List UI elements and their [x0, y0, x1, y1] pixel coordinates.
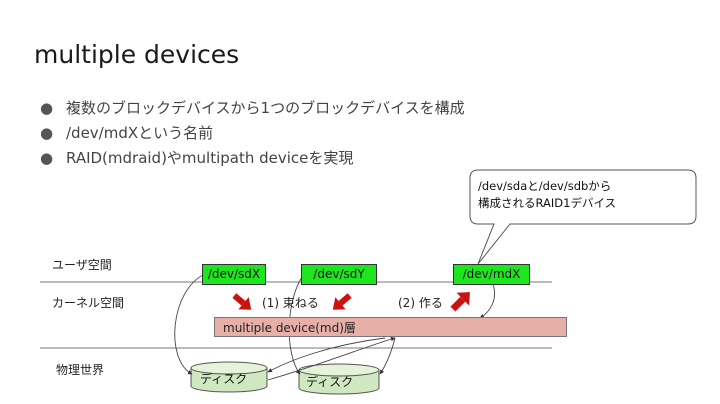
step-bundle-label: (1) 束ねる: [262, 296, 319, 310]
bullet-marker: ●: [40, 99, 54, 117]
bundle-arrow-right: [332, 293, 352, 310]
layer-label-user: ユーザ空間: [52, 258, 112, 272]
connector-mdx-md: [479, 283, 495, 319]
connector-sdx-disk1: [174, 273, 206, 375]
disk-1: [190, 361, 268, 393]
layer-label-kernel: カーネル空間: [52, 296, 125, 310]
layer-label-physical: 物理世界: [56, 363, 105, 377]
bullet-text: /dev/mdXという名前: [66, 124, 214, 142]
device-mdx: /dev/mdX: [453, 264, 530, 285]
step-create-label: (2) 作る: [398, 296, 443, 310]
bullet-marker: ●: [40, 124, 54, 142]
slide-title: multiple devices: [34, 40, 240, 69]
callout-line-1: /dev/sdaと/dev/sdbから: [478, 179, 612, 193]
md-layer: multiple device(md)層: [214, 317, 567, 337]
bundle-arrow-left: [232, 293, 252, 310]
callout-bubble: [469, 169, 697, 265]
disk-2: [298, 363, 380, 395]
bullet-marker: ●: [40, 149, 54, 167]
bullet-item: ● 複数のブロックデバイスから1つのブロックデバイスを構成: [40, 96, 465, 121]
bullet-text: RAID(mdraid)やmultipath deviceを実現: [66, 149, 354, 167]
connector-md-disk2: [379, 337, 396, 375]
connector-disk-md: [267, 336, 396, 381]
device-sdy: /dev/sdY: [301, 264, 377, 285]
device-sdx: /dev/sdX: [202, 264, 266, 285]
callout-text: /dev/sdaと/dev/sdbから 構成されるRAID1デバイス: [478, 178, 616, 212]
callout-line-2: 構成されるRAID1デバイス: [478, 196, 617, 210]
disk-label-2: ディスク: [306, 375, 354, 389]
bullet-item: ● /dev/mdXという名前: [40, 121, 465, 146]
connector-md-disk1: [267, 337, 386, 373]
create-arrow: [450, 292, 470, 312]
disk-label-1: ディスク: [200, 372, 248, 386]
bullet-list: ● 複数のブロックデバイスから1つのブロックデバイスを構成 ● /dev/mdXとい…: [40, 96, 465, 171]
bullet-item: ● RAID(mdraid)やmultipath deviceを実現: [40, 146, 465, 171]
bullet-text: 複数のブロックデバイスから1つのブロックデバイスを構成: [66, 99, 465, 117]
